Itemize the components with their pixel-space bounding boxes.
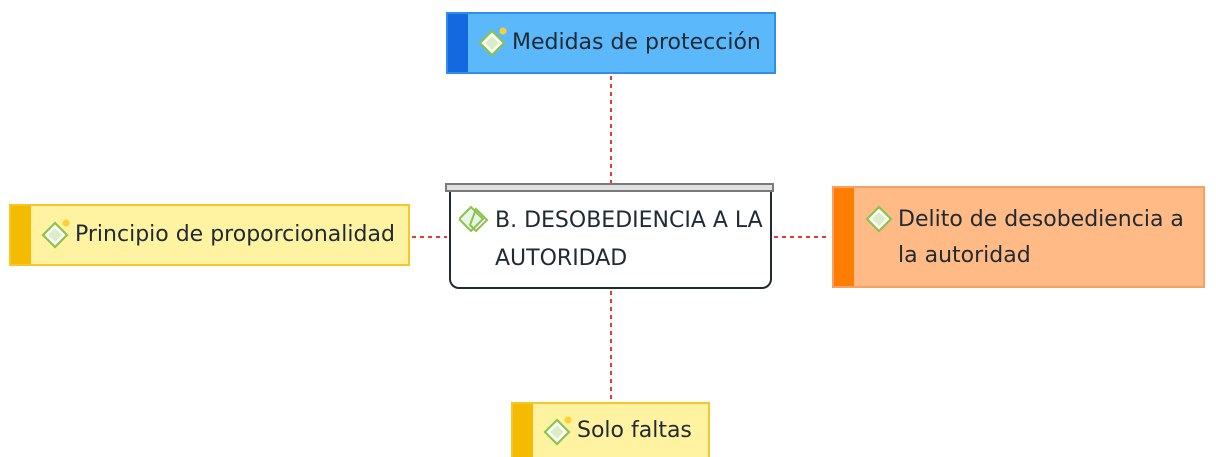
topic-node-solo-faltas[interactable]: Solo faltas (511, 402, 710, 457)
diamond-dot-icon (543, 416, 572, 446)
node-color-stripe (834, 188, 854, 286)
diamond-dot-icon (41, 219, 70, 249)
node-label: Medidas de protección (512, 30, 761, 55)
central-topic-label: B. DESOBEDIENCIA A LA AUTORIDAD (495, 208, 763, 271)
diamond-icon (865, 205, 893, 233)
diamond-icon (459, 205, 489, 233)
node-label: Delito de desobediencia a la autoridad (898, 207, 1184, 268)
topic-node-principio-proporcionalidad[interactable]: Principio de proporcionalidad (9, 204, 410, 266)
central-topic-node[interactable]: B. DESOBEDIENCIA A LA AUTORIDAD (449, 192, 772, 289)
diamond-dot-icon (478, 27, 507, 57)
node-color-stripe (448, 14, 468, 72)
central-topic-header-bar (445, 183, 774, 192)
topic-node-delito-desobediencia[interactable]: Delito de desobediencia a la autoridad (832, 186, 1205, 288)
topic-node-medidas-proteccion[interactable]: Medidas de protección (446, 12, 776, 74)
node-color-stripe (513, 404, 533, 457)
node-color-stripe (11, 206, 31, 264)
node-label: Solo faltas (577, 417, 692, 443)
node-label: Principio de proporcionalidad (75, 222, 395, 247)
